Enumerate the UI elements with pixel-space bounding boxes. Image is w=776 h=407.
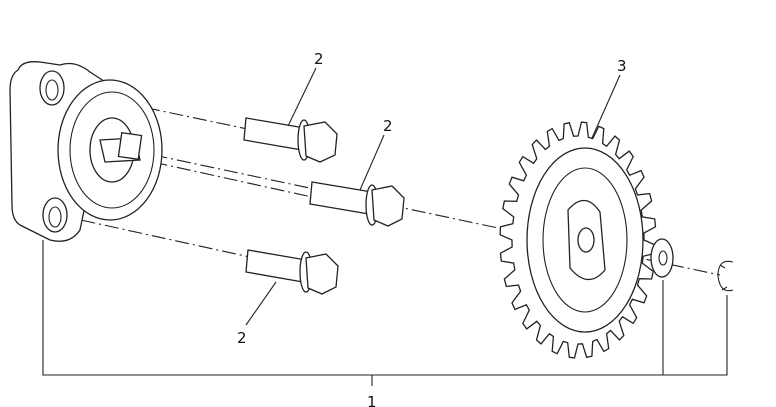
callout-bolt-middle: 2 bbox=[383, 117, 393, 135]
oil-pump-body bbox=[9, 61, 163, 242]
callout-bolt-top: 2 bbox=[314, 50, 324, 68]
centerline-shaft bbox=[129, 149, 721, 276]
bolt-bottom bbox=[245, 249, 339, 295]
leader-bolt-bottom bbox=[245, 281, 277, 326]
leader-gear bbox=[591, 74, 621, 139]
callout-assembly: 1 bbox=[367, 393, 377, 407]
circlip bbox=[717, 260, 734, 292]
bolt-middle bbox=[309, 181, 405, 227]
leader-bolt-middle bbox=[359, 134, 385, 191]
centerline-bottom bbox=[57, 214, 301, 269]
callout-gear: 3 bbox=[617, 57, 627, 75]
washer bbox=[650, 238, 674, 278]
drive-gear bbox=[499, 121, 657, 359]
bolt-top bbox=[243, 117, 338, 163]
centerline-middle bbox=[129, 156, 381, 213]
callout-bolt-bottom: 2 bbox=[237, 329, 247, 347]
assembly-bracket bbox=[42, 240, 728, 386]
leader-bolt-top bbox=[287, 67, 317, 127]
